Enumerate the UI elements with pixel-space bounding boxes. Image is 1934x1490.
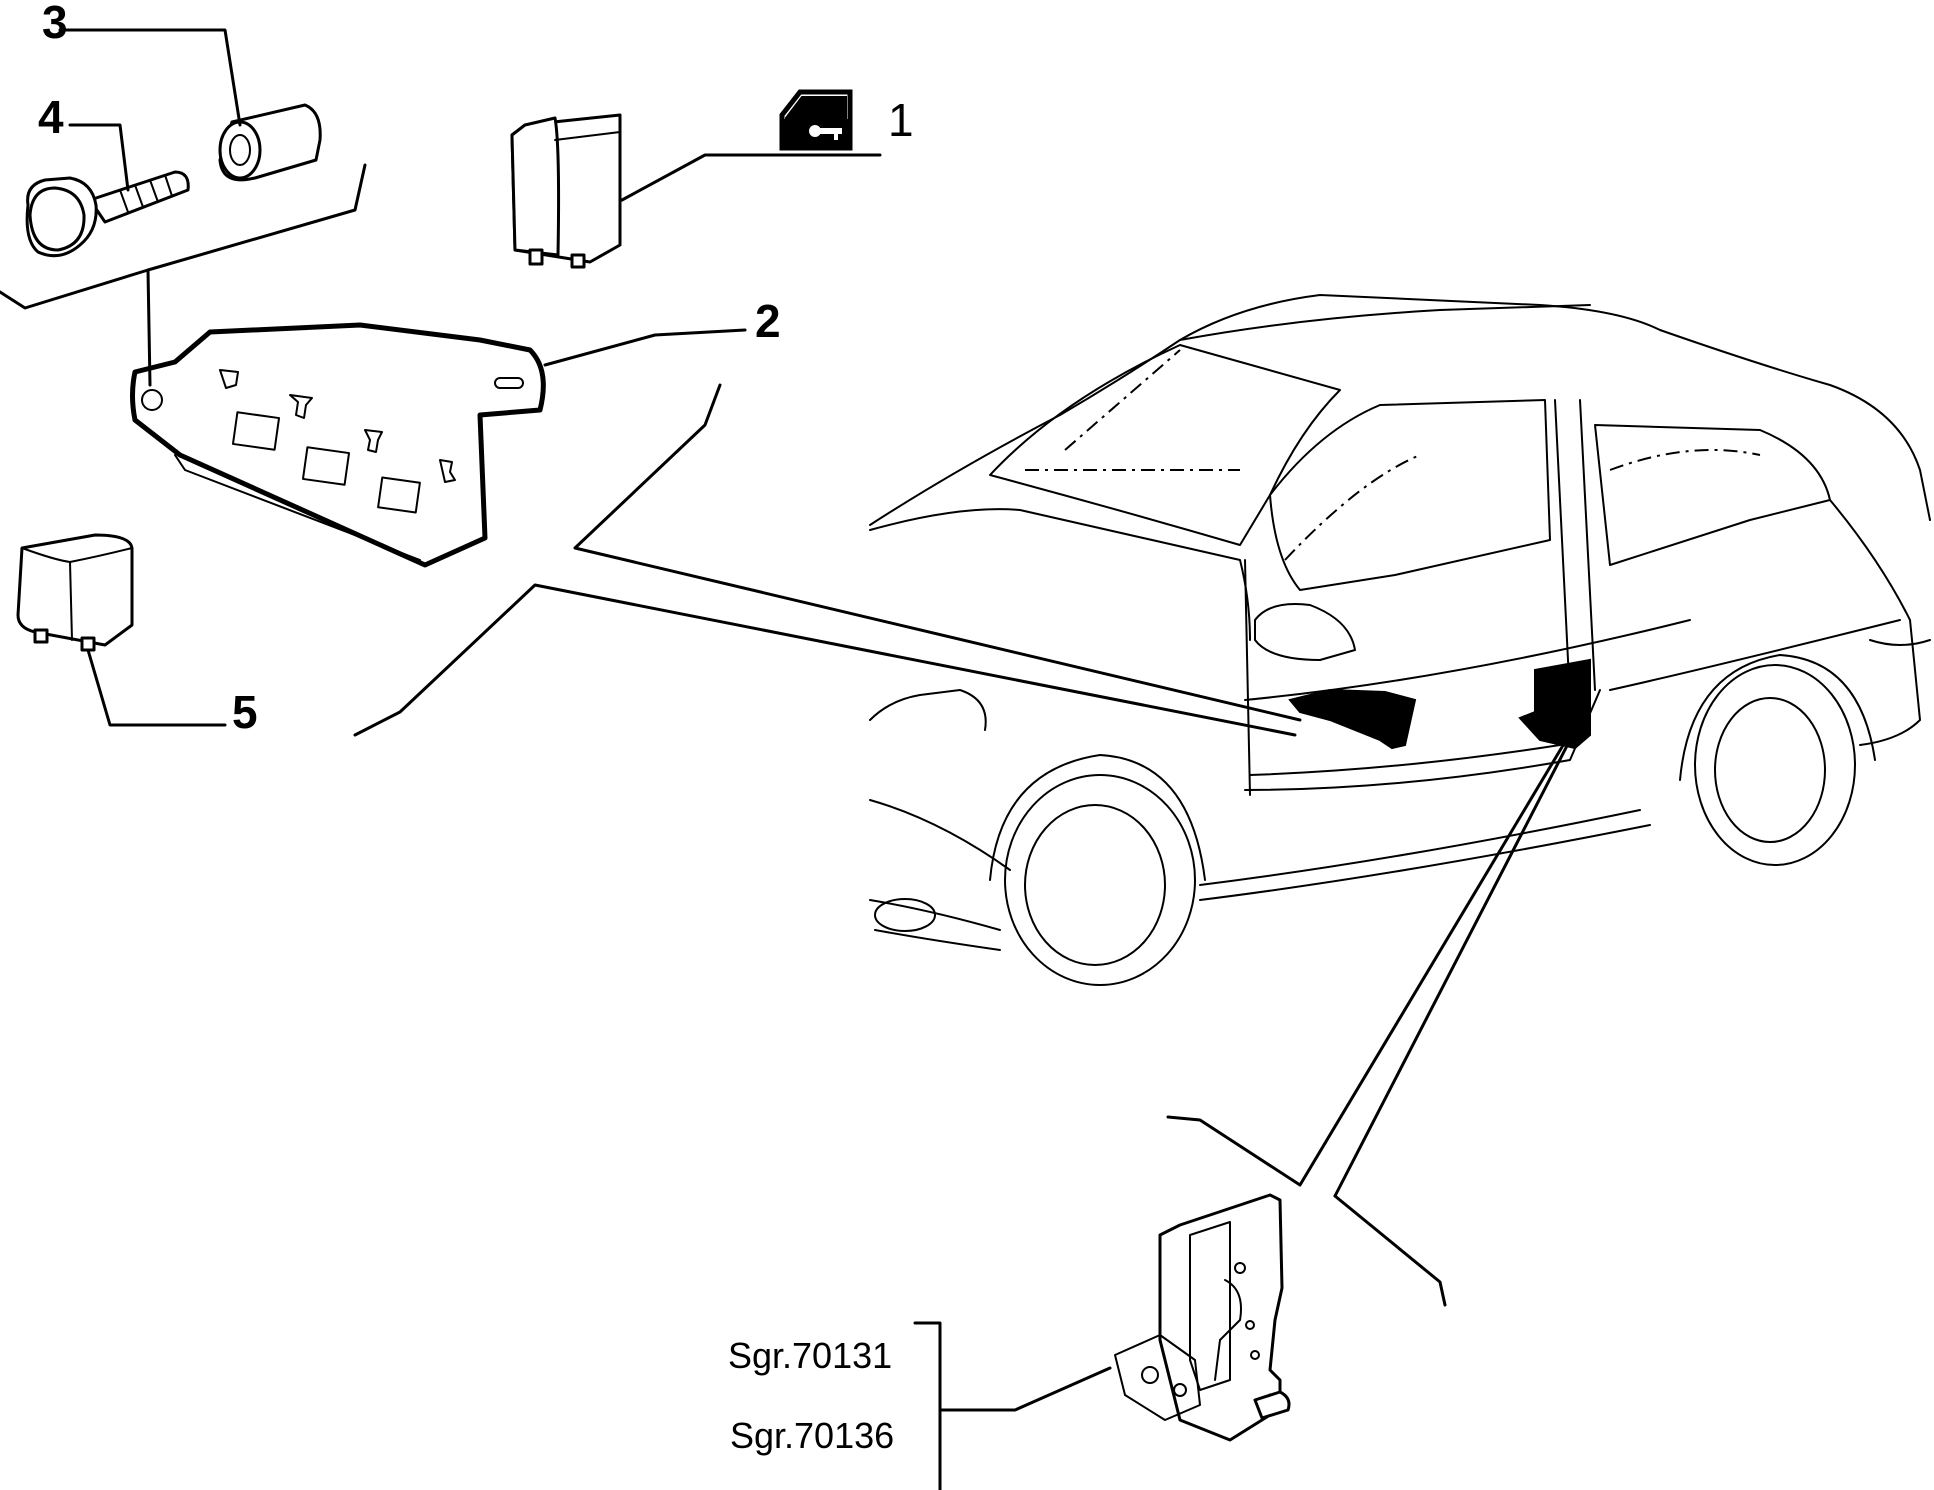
reference-sgr-70136: Sgr.70136 [730, 1415, 894, 1456]
door-with-key-icon [779, 89, 853, 151]
part-1-relay [510, 113, 622, 269]
callout-4: 4 [38, 91, 64, 143]
leader-lines [0, 28, 1572, 1490]
car-highlight-bracket [1288, 688, 1417, 750]
callout-5: 5 [232, 686, 258, 738]
door-lock-assembly [1114, 1193, 1291, 1442]
part-5-relay [16, 533, 134, 652]
callout-1: 1 [888, 94, 914, 146]
part-3-spacer [218, 103, 322, 182]
part-4-bolt [25, 170, 190, 258]
part-2-relay-bracket [130, 322, 546, 568]
callout-2: 2 [755, 295, 781, 347]
car-highlight-lock [1518, 658, 1591, 750]
reference-sgr-70131: Sgr.70131 [728, 1335, 892, 1376]
car-outline [869, 294, 1931, 986]
callout-3: 3 [42, 0, 68, 48]
